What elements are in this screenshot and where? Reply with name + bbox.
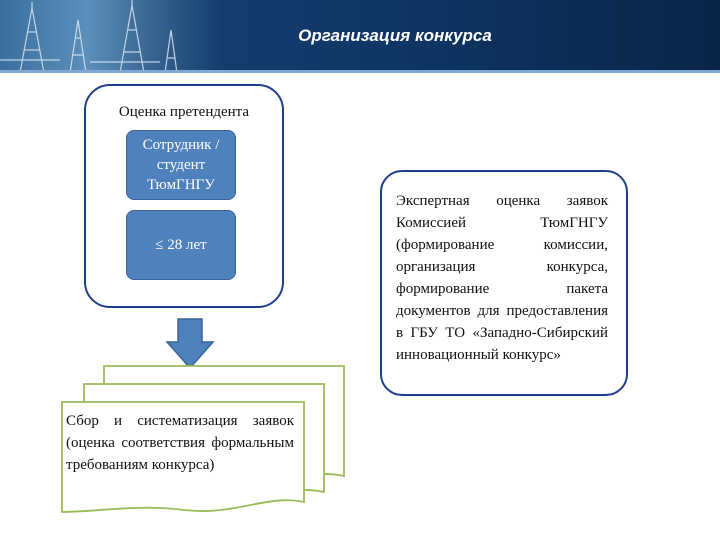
header-stripe bbox=[0, 70, 720, 73]
header-banner: Организация конкурса bbox=[0, 0, 720, 73]
collection-text: Сбор и систематизация заявок (оценка соо… bbox=[66, 413, 294, 473]
page-title: Организация конкурса bbox=[298, 26, 492, 45]
evaluation-title: Оценка претендента bbox=[118, 104, 250, 120]
expert-text: Экспертная оценка заявок Комиссией ТюмГН… bbox=[396, 193, 608, 363]
down-arrow-icon bbox=[165, 318, 215, 370]
status-tile-label: Сотрудник / студент ТюмГНГУ bbox=[142, 137, 220, 193]
age-tile: ≤ 28 лет bbox=[126, 210, 236, 280]
oil-rig-photo bbox=[0, 0, 220, 73]
age-tile-label: ≤ 28 лет bbox=[155, 237, 207, 253]
document-stack bbox=[61, 365, 345, 513]
status-tile: Сотрудник / студент ТюмГНГУ bbox=[126, 130, 236, 200]
expert-box bbox=[380, 170, 628, 396]
